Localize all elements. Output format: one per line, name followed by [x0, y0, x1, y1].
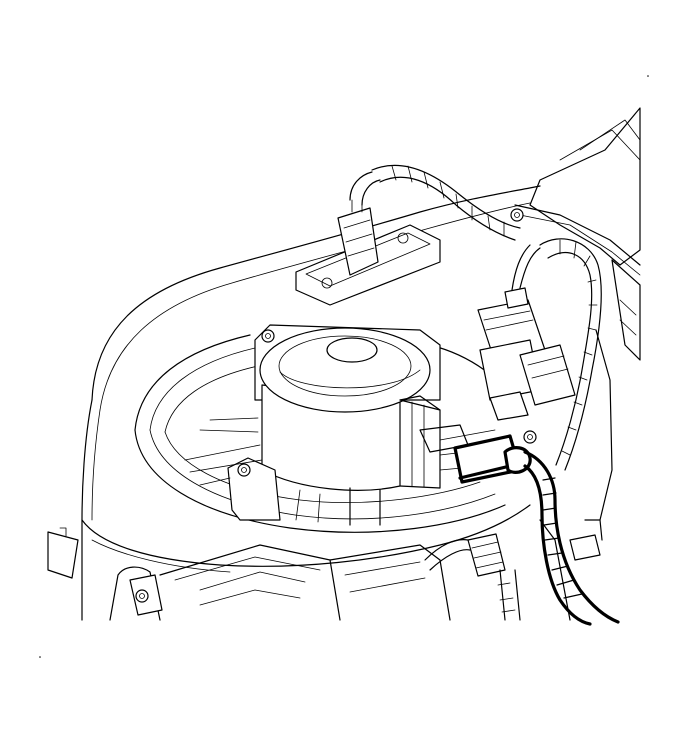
right-side-connector — [477, 244, 576, 421]
lower-right-connector — [424, 519, 571, 621]
speck — [39, 656, 41, 658]
lower-mount-bracket — [109, 544, 451, 621]
blower-housing — [47, 185, 541, 621]
lower-right-clip — [569, 519, 603, 561]
blower-motor-connector-highlight — [419, 424, 620, 626]
right-wire-harness — [539, 238, 602, 471]
speck — [647, 75, 649, 77]
blower-motor — [184, 324, 501, 526]
upper-wire-harness — [371, 164, 521, 241]
resistor-connector — [337, 171, 381, 276]
hvac-housing-right — [514, 107, 641, 521]
housing-fasteners — [510, 208, 537, 444]
